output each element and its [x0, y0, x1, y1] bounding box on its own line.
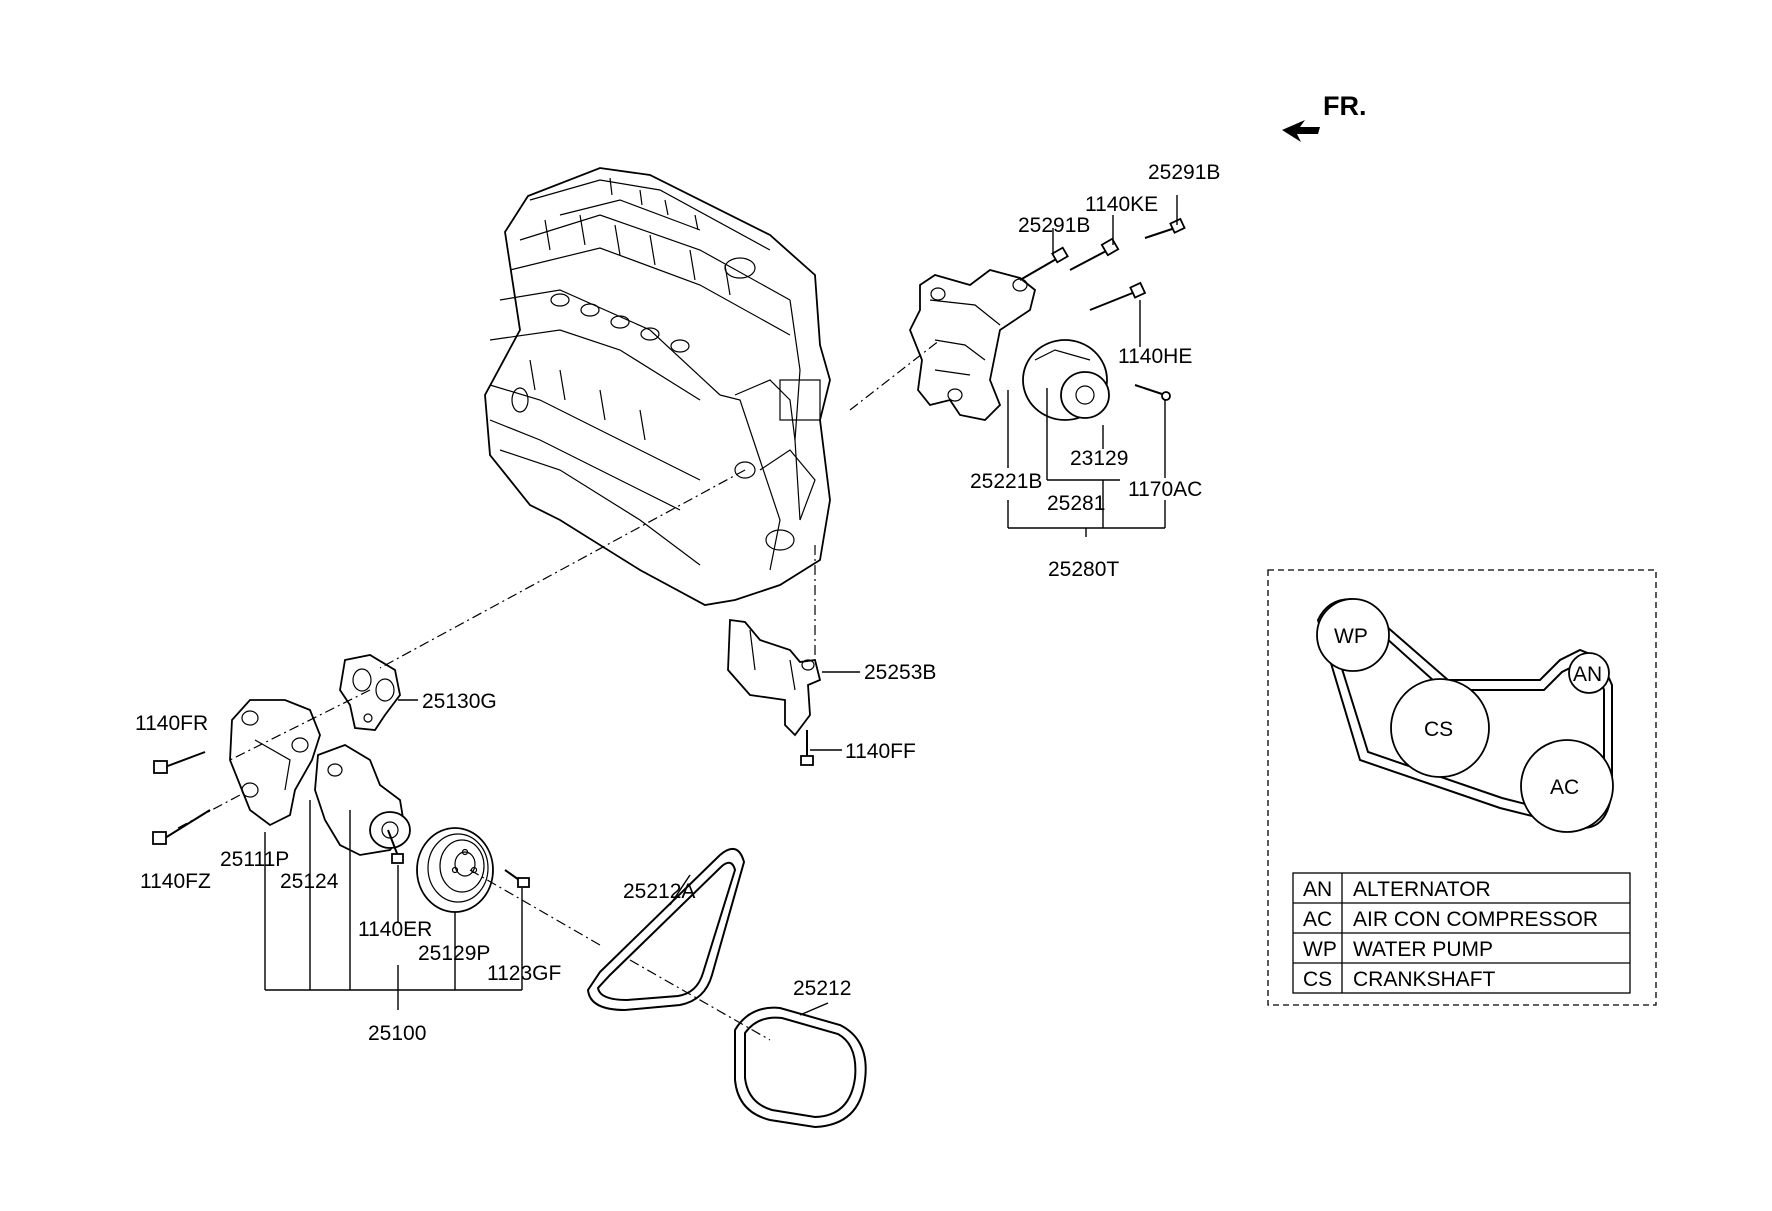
part-label-1140fz: 1140FZ [140, 870, 211, 893]
bracket-25253b [727, 618, 822, 737]
legend-code: WP [1303, 938, 1337, 961]
belt-layout-inset: WP CS AN AC AN ALTERNATOR AC AI [1267, 569, 1657, 1006]
legend-name: CRANKSHAFT [1353, 968, 1496, 991]
tensioner-pulley [1022, 339, 1110, 421]
part-label-1170ac: 1170AC [1128, 478, 1202, 501]
bolt-1140fr [153, 751, 206, 774]
front-direction-arrow-icon [1282, 120, 1320, 142]
svg-text:WP: WP [1334, 625, 1368, 648]
part-label-25212a: 25212A [623, 880, 695, 903]
pulley-wp: WP [1316, 598, 1390, 672]
legend-name: AIR CON COMPRESSOR [1353, 908, 1598, 931]
bolt-1140ke [1069, 237, 1120, 271]
front-direction-label: FR. [1323, 91, 1367, 121]
assembly-guide-lines [177, 339, 941, 1041]
part-label-25291b-top: 25291B [1148, 161, 1220, 184]
legend-code: AC [1303, 908, 1332, 931]
tensioner-bracket [909, 269, 1037, 421]
legend-name: WATER PUMP [1353, 938, 1493, 961]
legend-row: AC AIR CON COMPRESSOR [1303, 908, 1598, 931]
engine-block [484, 167, 831, 606]
legend-row: AN ALTERNATOR [1303, 878, 1491, 901]
part-label-25253b: 25253B [864, 661, 936, 684]
part-label-1140fr: 1140FR [135, 712, 208, 735]
svg-text:AC: AC [1550, 776, 1579, 799]
bolt-1170ac [1134, 384, 1171, 401]
part-label-1140er: 1140ER [358, 918, 432, 941]
leader-lines [264, 195, 1178, 1016]
pulley-cs: CS [1390, 678, 1490, 778]
pulley-legend-table: AN ALTERNATOR AC AIR CON COMPRESSOR WP W… [1292, 872, 1631, 994]
svg-text:CS: CS [1424, 718, 1453, 741]
pulley-an: AN [1568, 652, 1610, 694]
part-label-25280t: 25280T [1048, 558, 1119, 581]
water-pump-impeller [314, 744, 411, 856]
gasket-25130g [339, 654, 401, 731]
part-label-25100: 25100 [368, 1022, 426, 1045]
part-label-1123gf: 1123GF [487, 962, 561, 985]
legend-code: CS [1303, 968, 1332, 991]
part-label-25281: 25281 [1047, 492, 1105, 515]
bolt-25291b-right [1144, 217, 1186, 239]
legend-name: ALTERNATOR [1353, 878, 1491, 901]
water-pump-housing [229, 699, 321, 827]
part-label-1140ff: 1140FF [845, 740, 916, 763]
part-label-1140he: 1140HE [1118, 345, 1192, 368]
belt-25212a [586, 847, 746, 1012]
part-label-25212: 25212 [793, 977, 851, 1000]
part-label-23129: 23129 [1070, 447, 1128, 470]
part-label-25129p: 25129P [418, 942, 490, 965]
svg-text:AN: AN [1573, 663, 1602, 686]
legend-row: WP WATER PUMP [1303, 938, 1493, 961]
bolt-1140he [1089, 281, 1147, 311]
legend-row: CS CRANKSHAFT [1303, 968, 1496, 991]
legend-code: AN [1303, 878, 1332, 901]
bolt-1123gf [504, 869, 530, 888]
bolt-1140er [387, 829, 404, 864]
bolt-25291b-left [1019, 246, 1069, 281]
part-label-25111p: 25111P [220, 848, 289, 871]
part-label-25291b: 25291B [1018, 214, 1090, 237]
water-pump-pulley-25129p [416, 827, 494, 913]
part-label-25124: 25124 [280, 870, 339, 893]
belt-25212 [734, 1006, 867, 1129]
pulley-ac: AC [1520, 739, 1614, 833]
part-label-1140ke: 1140KE [1085, 193, 1158, 216]
bolt-1140ff [800, 730, 814, 766]
part-label-25130g: 25130G [422, 690, 497, 713]
part-label-25221b: 25221B [970, 470, 1042, 493]
